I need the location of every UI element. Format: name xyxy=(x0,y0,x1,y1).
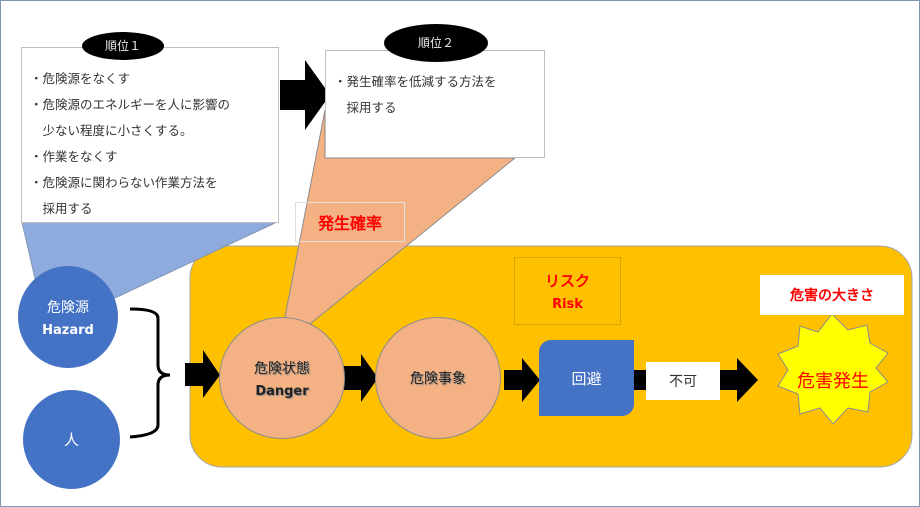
danger-node: 危険状態 Danger xyxy=(219,317,345,439)
severity-text: 危害の大きさ xyxy=(790,288,874,304)
priority2-box: ・発生確率を低減する方法を 採用する xyxy=(325,50,545,158)
priority2-list: ・発生確率を低減する方法を 採用する xyxy=(334,69,544,121)
not-possible-text: 不可 xyxy=(669,374,697,390)
avoid-label: 回避 xyxy=(571,369,602,388)
harm-label: 危害発生 xyxy=(797,371,869,392)
arrow-to-harm xyxy=(718,358,758,402)
priority1-item: 少ない程度に小さくする。 xyxy=(30,123,193,138)
priority1-list: ・危険源をなくす ・危険源のエネルギーを人に影響の 少ない程度に小さくする。 ・… xyxy=(30,66,278,222)
risk-jp: リスク xyxy=(544,272,590,290)
avoid-node: 回避 xyxy=(539,340,634,416)
danger-jp: 危険状態 xyxy=(254,360,310,377)
priority-arrow[interactable] xyxy=(280,60,330,130)
hazard-node: 危険源 Hazard xyxy=(18,266,118,368)
priority1-item: ・作業をなくす xyxy=(30,149,118,164)
hazard-jp: 危険源 xyxy=(47,299,89,316)
person-label: 人 xyxy=(63,431,79,449)
severity-label: 危害の大きさ xyxy=(760,275,904,315)
probability-label: 発生確率 xyxy=(295,202,405,242)
priority1-item: ・危険源のエネルギーを人に影響の xyxy=(30,97,231,112)
not-possible-label: 不可 xyxy=(646,362,720,400)
event-label: 危険事象 xyxy=(410,371,466,387)
priority2-badge-label: 順位２ xyxy=(417,36,454,50)
arrow-to-avoid xyxy=(504,358,540,402)
priority1-item: 採用する xyxy=(30,201,93,216)
priority1-badge: 順位１ xyxy=(82,32,164,60)
person-node: 人 xyxy=(23,390,120,489)
risk-en: Risk xyxy=(552,297,583,312)
priority2-item: ・発生確率を低減する方法を xyxy=(334,74,497,89)
priority2-item: 採用する xyxy=(334,100,397,115)
priority2-badge: 順位２ xyxy=(384,24,488,62)
arrow-to-not-possible xyxy=(633,370,650,390)
priority1-box: ・危険源をなくす ・危険源のエネルギーを人に影響の 少ない程度に小さくする。 ・… xyxy=(21,47,279,223)
event-node: 危険事象 xyxy=(375,317,501,439)
risk-label: リスク Risk xyxy=(514,257,621,325)
hazard-en: Hazard xyxy=(42,322,94,338)
priority1-badge-label: 順位１ xyxy=(104,39,141,53)
harm-burst xyxy=(777,313,889,425)
harm-node: 危害発生 xyxy=(778,355,888,405)
arrow-to-danger xyxy=(185,350,220,398)
probability-text: 発生確率 xyxy=(317,214,382,233)
arrow-to-event xyxy=(343,354,378,402)
danger-en: Danger xyxy=(255,383,309,399)
priority1-item: ・危険源に関わらない作業方法を xyxy=(30,175,218,190)
priority1-item: ・危険源をなくす xyxy=(30,71,131,86)
combine-brace xyxy=(129,307,171,439)
